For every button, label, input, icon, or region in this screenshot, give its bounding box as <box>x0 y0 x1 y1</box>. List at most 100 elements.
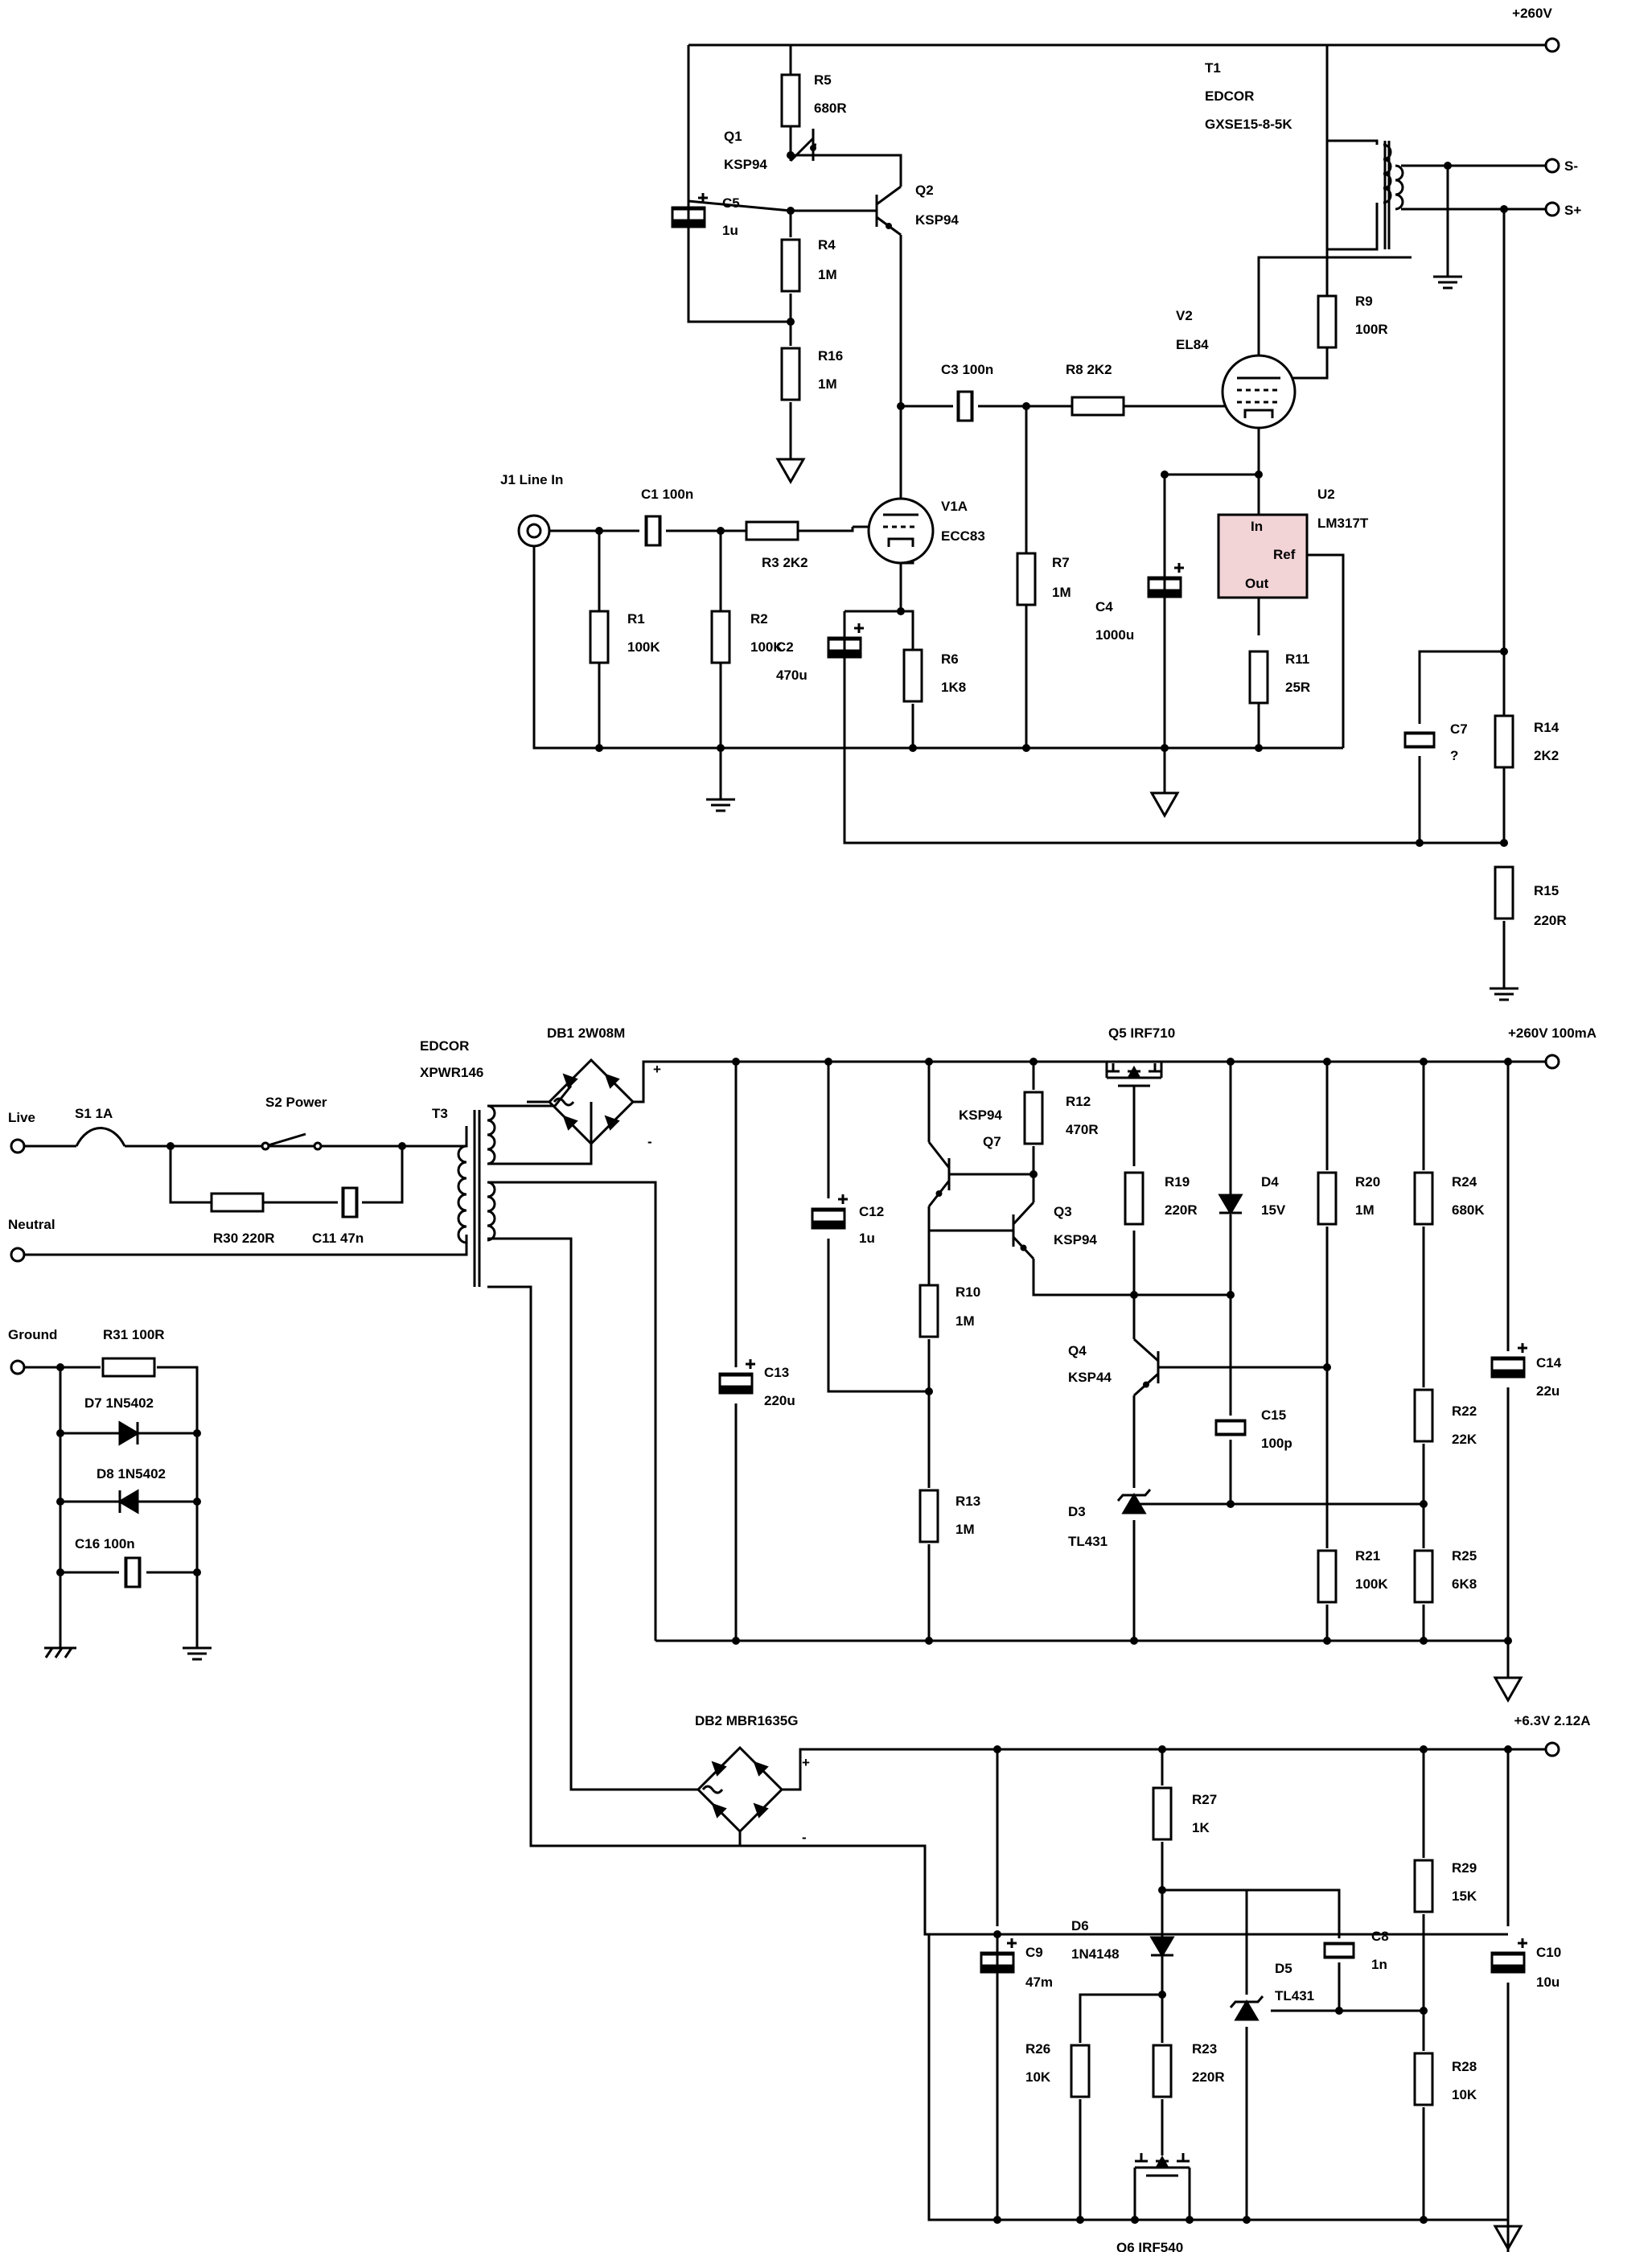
capacitor-c9 <box>980 1938 1017 1974</box>
label-r16-val: 1M <box>818 376 837 392</box>
label-r1-ref: R1 <box>627 611 645 627</box>
label-r26-val: 10K <box>1025 2069 1051 2085</box>
label-c12-ref: C12 <box>859 1204 884 1219</box>
wire <box>791 154 902 187</box>
resistor-r2 <box>710 610 731 664</box>
wire <box>24 1366 62 1637</box>
label-c12-val: 1u <box>859 1231 875 1246</box>
junction-dot <box>1243 2216 1251 2224</box>
junction-dot <box>1420 1637 1428 1645</box>
wire <box>782 1748 1546 1791</box>
label-r15-ref: R15 <box>1534 883 1559 898</box>
wire <box>1257 256 1412 355</box>
label-c1: C1 100n <box>641 487 693 502</box>
input-jack-j1 <box>517 514 551 548</box>
label-c15-val: 100p <box>1261 1436 1292 1451</box>
wire <box>402 1126 468 1148</box>
label-plus260: +260V <box>1512 6 1552 21</box>
wire <box>1327 203 1379 251</box>
label-v2-val: EL84 <box>1176 337 1209 352</box>
wire <box>1165 428 1260 476</box>
label-r9-val: 100R <box>1355 322 1388 337</box>
label-q7-val: KSP94 <box>959 1108 1002 1123</box>
resistor-r6 <box>902 648 923 703</box>
label-c13-val: 220u <box>764 1393 795 1408</box>
label-r22-ref: R22 <box>1452 1403 1477 1419</box>
wire <box>792 527 854 532</box>
junction-dot <box>1416 839 1424 847</box>
junction-dot <box>1130 1637 1138 1645</box>
wire <box>487 1285 740 1847</box>
label-d6-val: 1N4148 <box>1071 1946 1120 1962</box>
junction-dot <box>925 1637 933 1645</box>
label-r10-val: 1M <box>955 1313 975 1329</box>
bridge-rectifier-db1 <box>547 1058 635 1146</box>
junction-dot <box>787 207 795 215</box>
wire <box>24 1235 468 1256</box>
label-c2-ref: C2 <box>776 639 794 655</box>
label-d5-val: TL431 <box>1275 1988 1314 2003</box>
label-r13-ref: R13 <box>955 1494 980 1509</box>
junction-dot <box>732 1637 740 1645</box>
label-d4-val: 15V <box>1261 1202 1286 1218</box>
zener-d3 <box>1116 1489 1152 1514</box>
transformer-t3 <box>457 1104 496 1287</box>
label-r30: R30 220R <box>213 1231 275 1246</box>
resistor-r14 <box>1494 714 1514 769</box>
label-r2-ref: R2 <box>750 611 768 627</box>
hv-output-terminal <box>1544 1054 1560 1070</box>
zener-d5 <box>1229 1995 1264 2021</box>
polarity-mark: + <box>653 1062 661 1077</box>
transistor-q2 <box>875 185 902 236</box>
label-ground: Ground <box>8 1327 57 1342</box>
label-d6-ref: D6 <box>1071 1918 1089 1934</box>
junction-dot <box>1420 1500 1428 1508</box>
junction-dot <box>193 1429 201 1437</box>
label-plus260-100ma: +260V 100mA <box>1508 1025 1597 1041</box>
components <box>10 37 1560 2252</box>
capacitor-c12 <box>811 1194 848 1230</box>
capacitor-c11 <box>341 1186 359 1218</box>
b-plus-terminal <box>1544 37 1560 53</box>
label-r23-ref: R23 <box>1192 2041 1217 2057</box>
resistor-r15 <box>1494 865 1514 920</box>
ground-triangle-icon <box>1493 2221 1523 2252</box>
wires <box>24 43 1546 2252</box>
label-c16: C16 100n <box>75 1536 135 1551</box>
junction-dot <box>1420 1745 1428 1753</box>
capacitor-c4 <box>1147 563 1184 598</box>
label-t1-val: GXSE15-8-5K <box>1205 117 1292 132</box>
resistor-r10 <box>918 1284 939 1338</box>
resistor-r21 <box>1317 1549 1338 1604</box>
capacitor-c2 <box>827 623 864 659</box>
label-u2-out: Out <box>1245 576 1269 591</box>
capacitor-c1 <box>644 515 662 547</box>
label-r12-ref: R12 <box>1066 1094 1091 1109</box>
label-r21-val: 100K <box>1355 1576 1388 1592</box>
zener-d4 <box>1218 1194 1243 1215</box>
junction-dot <box>1255 744 1263 752</box>
label-live: Live <box>8 1110 35 1125</box>
transistor-q7 <box>927 1141 951 1207</box>
label-c9-val: 47m <box>1025 1975 1053 1990</box>
label-q2-ref: Q2 <box>915 183 934 198</box>
label-r9-ref: R9 <box>1355 294 1373 309</box>
junction-dot <box>909 744 917 752</box>
junction-dot <box>56 1568 64 1576</box>
junction-dot <box>1323 1637 1331 1645</box>
label-r5-ref: R5 <box>814 72 832 88</box>
wire <box>487 1237 698 1791</box>
label-r12-val: 470R <box>1066 1122 1099 1137</box>
label-q3-val: KSP94 <box>1054 1232 1097 1247</box>
label-r29-ref: R29 <box>1452 1860 1477 1876</box>
label-t3-ref: T3 <box>432 1106 448 1121</box>
label-r19-ref: R19 <box>1165 1174 1190 1190</box>
junction-dot <box>166 1142 175 1150</box>
junction-dot <box>1022 402 1030 410</box>
label-r11-val: 25R <box>1285 680 1310 695</box>
resistor-r4 <box>780 238 801 293</box>
transistor-q3 <box>1012 1201 1035 1260</box>
label-q2-val: KSP94 <box>915 212 959 228</box>
resistor-r24 <box>1413 1171 1434 1226</box>
